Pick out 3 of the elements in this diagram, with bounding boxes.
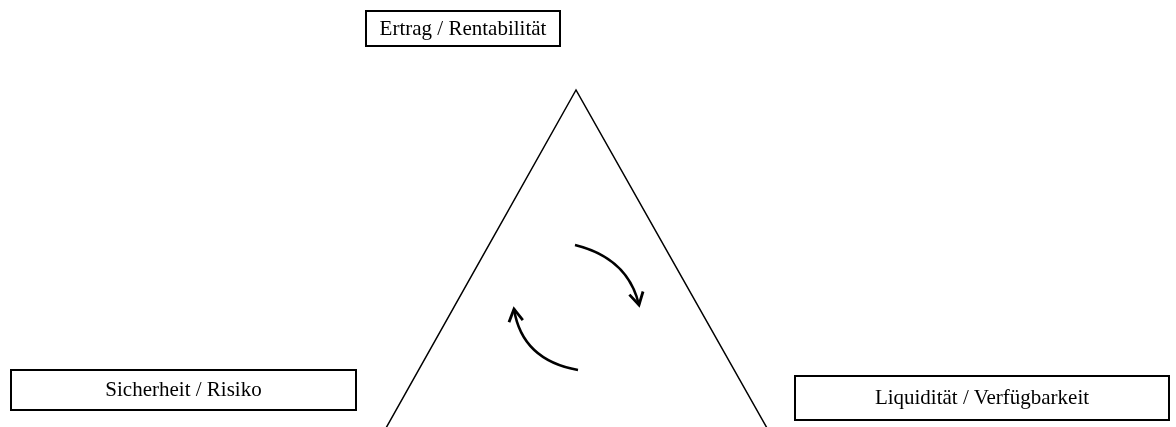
label-box: Ertrag / Rentabilität xyxy=(365,10,561,47)
label-box: Liquidität / Verfügbarkeit xyxy=(794,375,1170,421)
label-box: Sicherheit / Risiko xyxy=(10,369,357,411)
